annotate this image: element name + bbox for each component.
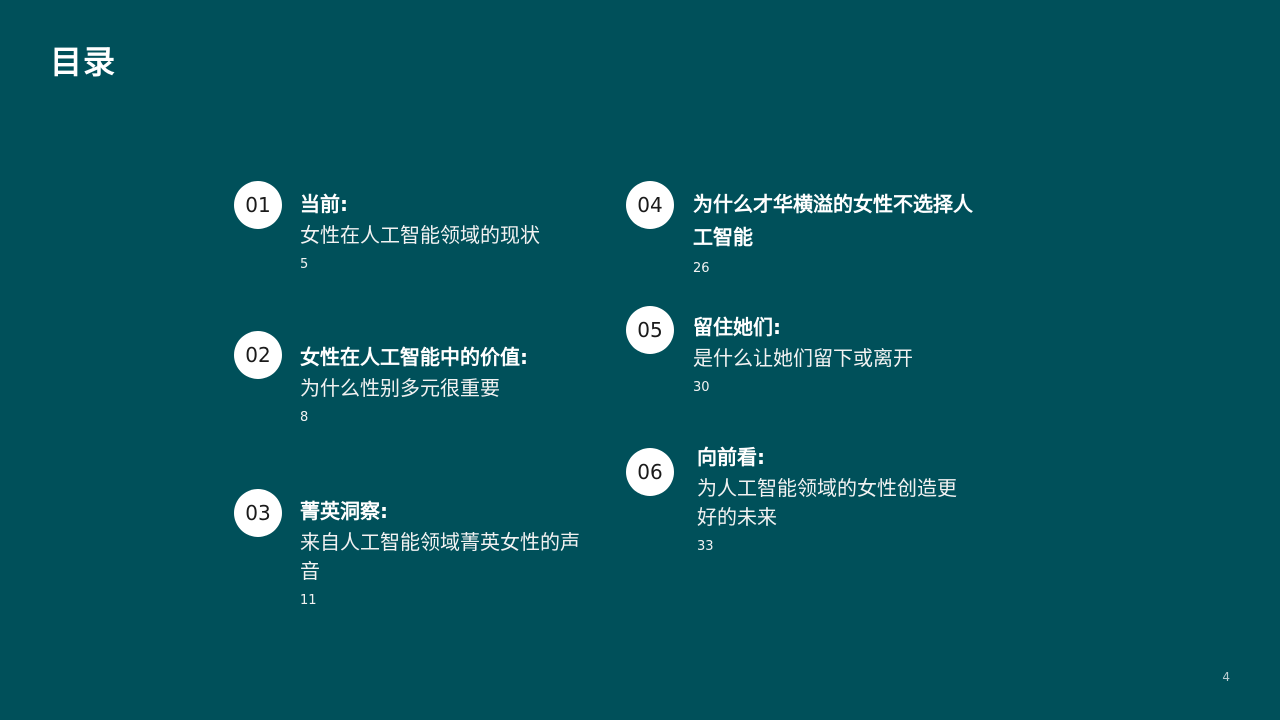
section-number-badge: 03: [234, 489, 282, 537]
section-number-badge: 04: [626, 181, 674, 229]
section-page-number: 8: [300, 410, 309, 425]
section-subtitle: 为人工智能领域的女性创造更好的未来: [697, 476, 957, 529]
section-heading: 向前看:: [697, 445, 765, 469]
section-subtitle: 女性在人工智能领域的现状: [300, 223, 540, 247]
section-heading: 留住她们:: [693, 315, 781, 339]
toc-entry-text: 菁英洞察: 来自人工智能领域菁英女性的声音 11: [300, 495, 590, 610]
section-heading: 当前:: [300, 192, 348, 216]
section-heading: 菁英洞察:: [300, 499, 388, 523]
slide-number: 4: [1222, 670, 1230, 684]
section-page-number: 33: [697, 539, 714, 554]
section-page-number: 11: [300, 593, 317, 608]
page-title: 目录: [50, 43, 117, 81]
toc-entry-text: 向前看: 为人工智能领域的女性创造更好的未来 33: [697, 441, 962, 556]
section-page-number: 30: [693, 380, 710, 395]
section-number-badge: 06: [626, 448, 674, 496]
section-subtitle: 为什么性别多元很重要: [300, 376, 500, 400]
section-heading: 为什么才华横溢的女性不选择人工智能: [693, 192, 973, 249]
section-number-badge: 01: [234, 181, 282, 229]
toc-entry-text: 留住她们: 是什么让她们留下或离开 30: [693, 311, 983, 397]
section-subtitle: 来自人工智能领域菁英女性的声音: [300, 530, 580, 583]
toc-entry-text: 为什么才华横溢的女性不选择人工智能 26: [693, 188, 983, 278]
section-number-badge: 05: [626, 306, 674, 354]
section-page-number: 5: [300, 257, 309, 272]
toc-entry-text: 当前: 女性在人工智能领域的现状 5: [300, 188, 590, 274]
section-heading: 女性在人工智能中的价值:: [300, 345, 528, 369]
toc-entry-text: 女性在人工智能中的价值: 为什么性别多元很重要 8: [300, 341, 590, 427]
section-subtitle: 是什么让她们留下或离开: [693, 346, 913, 370]
section-page-number: 26: [693, 261, 710, 276]
section-number-badge: 02: [234, 331, 282, 379]
